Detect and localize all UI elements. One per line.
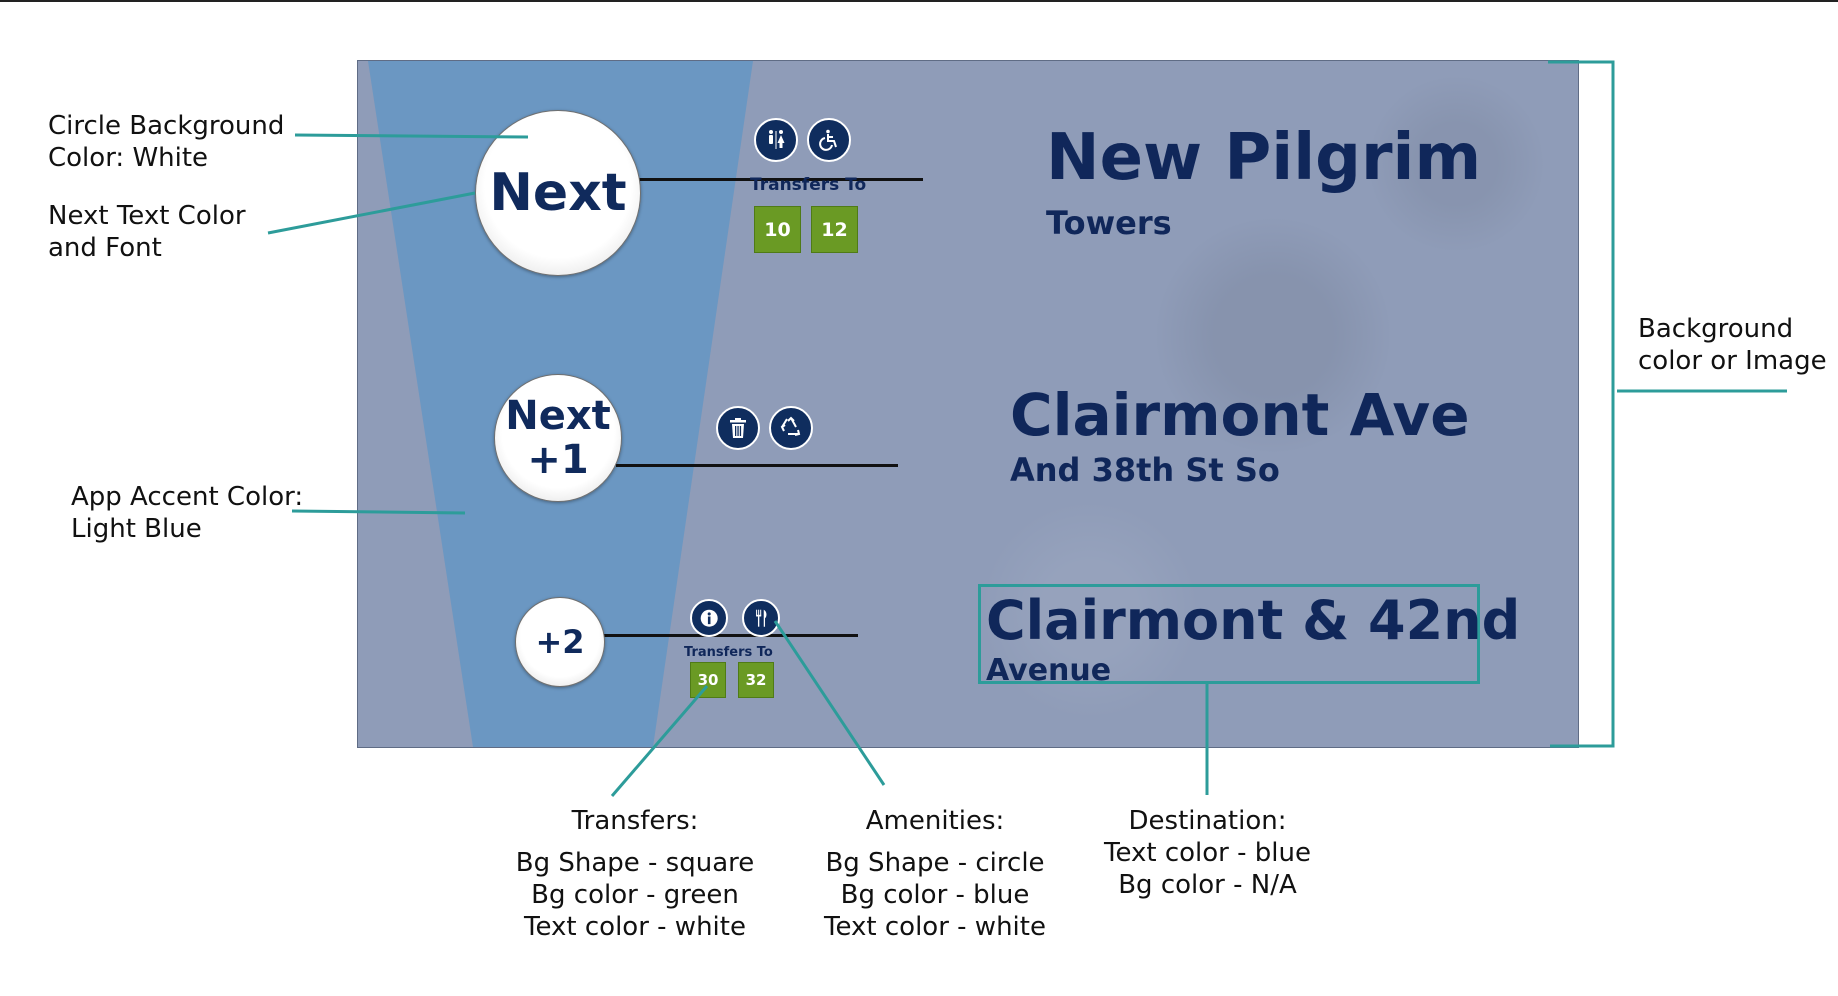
- stop-line-3: [598, 634, 858, 637]
- annotation-background-line2: color or Image: [1638, 346, 1827, 376]
- annotation-amenities-text: Text color - white: [824, 912, 1046, 942]
- destination-sub-1: Towers: [1046, 204, 1172, 242]
- annotation-destination-text: Text color - blue: [1104, 838, 1311, 868]
- trash-icon: [716, 406, 760, 450]
- plus-two-label: +2: [535, 623, 585, 661]
- plus-two-circle: +2: [515, 597, 605, 687]
- annotation-transfers-shape: Bg Shape - square: [515, 848, 755, 878]
- transfers-label-3: Transfers To: [684, 645, 773, 660]
- info-icon: [690, 599, 728, 637]
- next-plus-one-line2: +1: [527, 437, 589, 483]
- annotation-destination-bg: Bg color - N/A: [1118, 870, 1297, 900]
- sign-panel: Next Transfers To 10 12 New Pilgrim Towe…: [357, 60, 1579, 748]
- destination-sub-3: Avenue: [986, 653, 1112, 688]
- next-plus-one-label: Next +1: [505, 394, 611, 482]
- annotation-next-text: Next Text Color and Font: [48, 200, 246, 264]
- destination-name-2: Clairmont Ave: [1010, 381, 1470, 449]
- annotation-destination-title: Destination:: [1128, 806, 1287, 836]
- annotation-transfers-text: Text color - white: [524, 912, 746, 942]
- recycle-icon: [769, 406, 813, 450]
- restroom-icon: [754, 118, 798, 162]
- next-stop-label: Next: [489, 163, 627, 223]
- annotation-circle-bg-line1: Circle Background: [48, 111, 285, 141]
- annotation-transfers-bg: Bg color - green: [531, 880, 739, 910]
- transfer-route-12: 12: [811, 206, 858, 253]
- annotation-accent-line1: App Accent Color:: [71, 482, 304, 512]
- transfer-route-32: 32: [738, 662, 774, 698]
- annotation-amenities: Amenities: Bg Shape - circle Bg color - …: [800, 805, 1070, 943]
- annotation-amenities-title: Amenities:: [865, 806, 1005, 836]
- annotation-destination: Destination: Text color - blue Bg color …: [1085, 805, 1330, 901]
- stop-line-1: [633, 178, 923, 181]
- annotation-accent-color: App Accent Color: Light Blue: [71, 481, 303, 545]
- transfer-route-30: 30: [690, 662, 726, 698]
- destination-name-3: Clairmont & 42nd: [986, 589, 1521, 652]
- annotation-circle-background: Circle Background Color: White: [48, 110, 284, 174]
- destination-sub-2: And 38th St So: [1010, 451, 1280, 489]
- transfer-route-10: 10: [754, 206, 801, 253]
- transfers-label-1: Transfers To: [750, 175, 867, 195]
- stop-line-2: [616, 464, 898, 467]
- annotation-next-text-line2: and Font: [48, 233, 162, 263]
- annotation-amenities-shape: Bg Shape - circle: [825, 848, 1045, 878]
- top-border-line: [0, 0, 1838, 2]
- destination-highlight-box: [978, 584, 1480, 684]
- annotation-background: Background color or Image: [1638, 313, 1827, 377]
- destination-name-1: New Pilgrim: [1046, 121, 1482, 195]
- dining-icon: [742, 599, 780, 637]
- wheelchair-icon: [807, 118, 851, 162]
- next-plus-one-line1: Next: [505, 393, 611, 439]
- next-plus-one-circle: Next +1: [494, 374, 622, 502]
- annotation-next-text-line1: Next Text Color: [48, 201, 246, 231]
- annotation-accent-line2: Light Blue: [71, 514, 202, 544]
- next-stop-circle: Next: [475, 110, 641, 276]
- annotation-transfers-title: Transfers:: [571, 806, 699, 836]
- annotation-circle-bg-line2: Color: White: [48, 143, 209, 173]
- annotation-transfers: Transfers: Bg Shape - square Bg color - …: [500, 805, 770, 943]
- annotation-background-line1: Background: [1638, 314, 1794, 344]
- annotation-amenities-bg: Bg color - blue: [840, 880, 1030, 910]
